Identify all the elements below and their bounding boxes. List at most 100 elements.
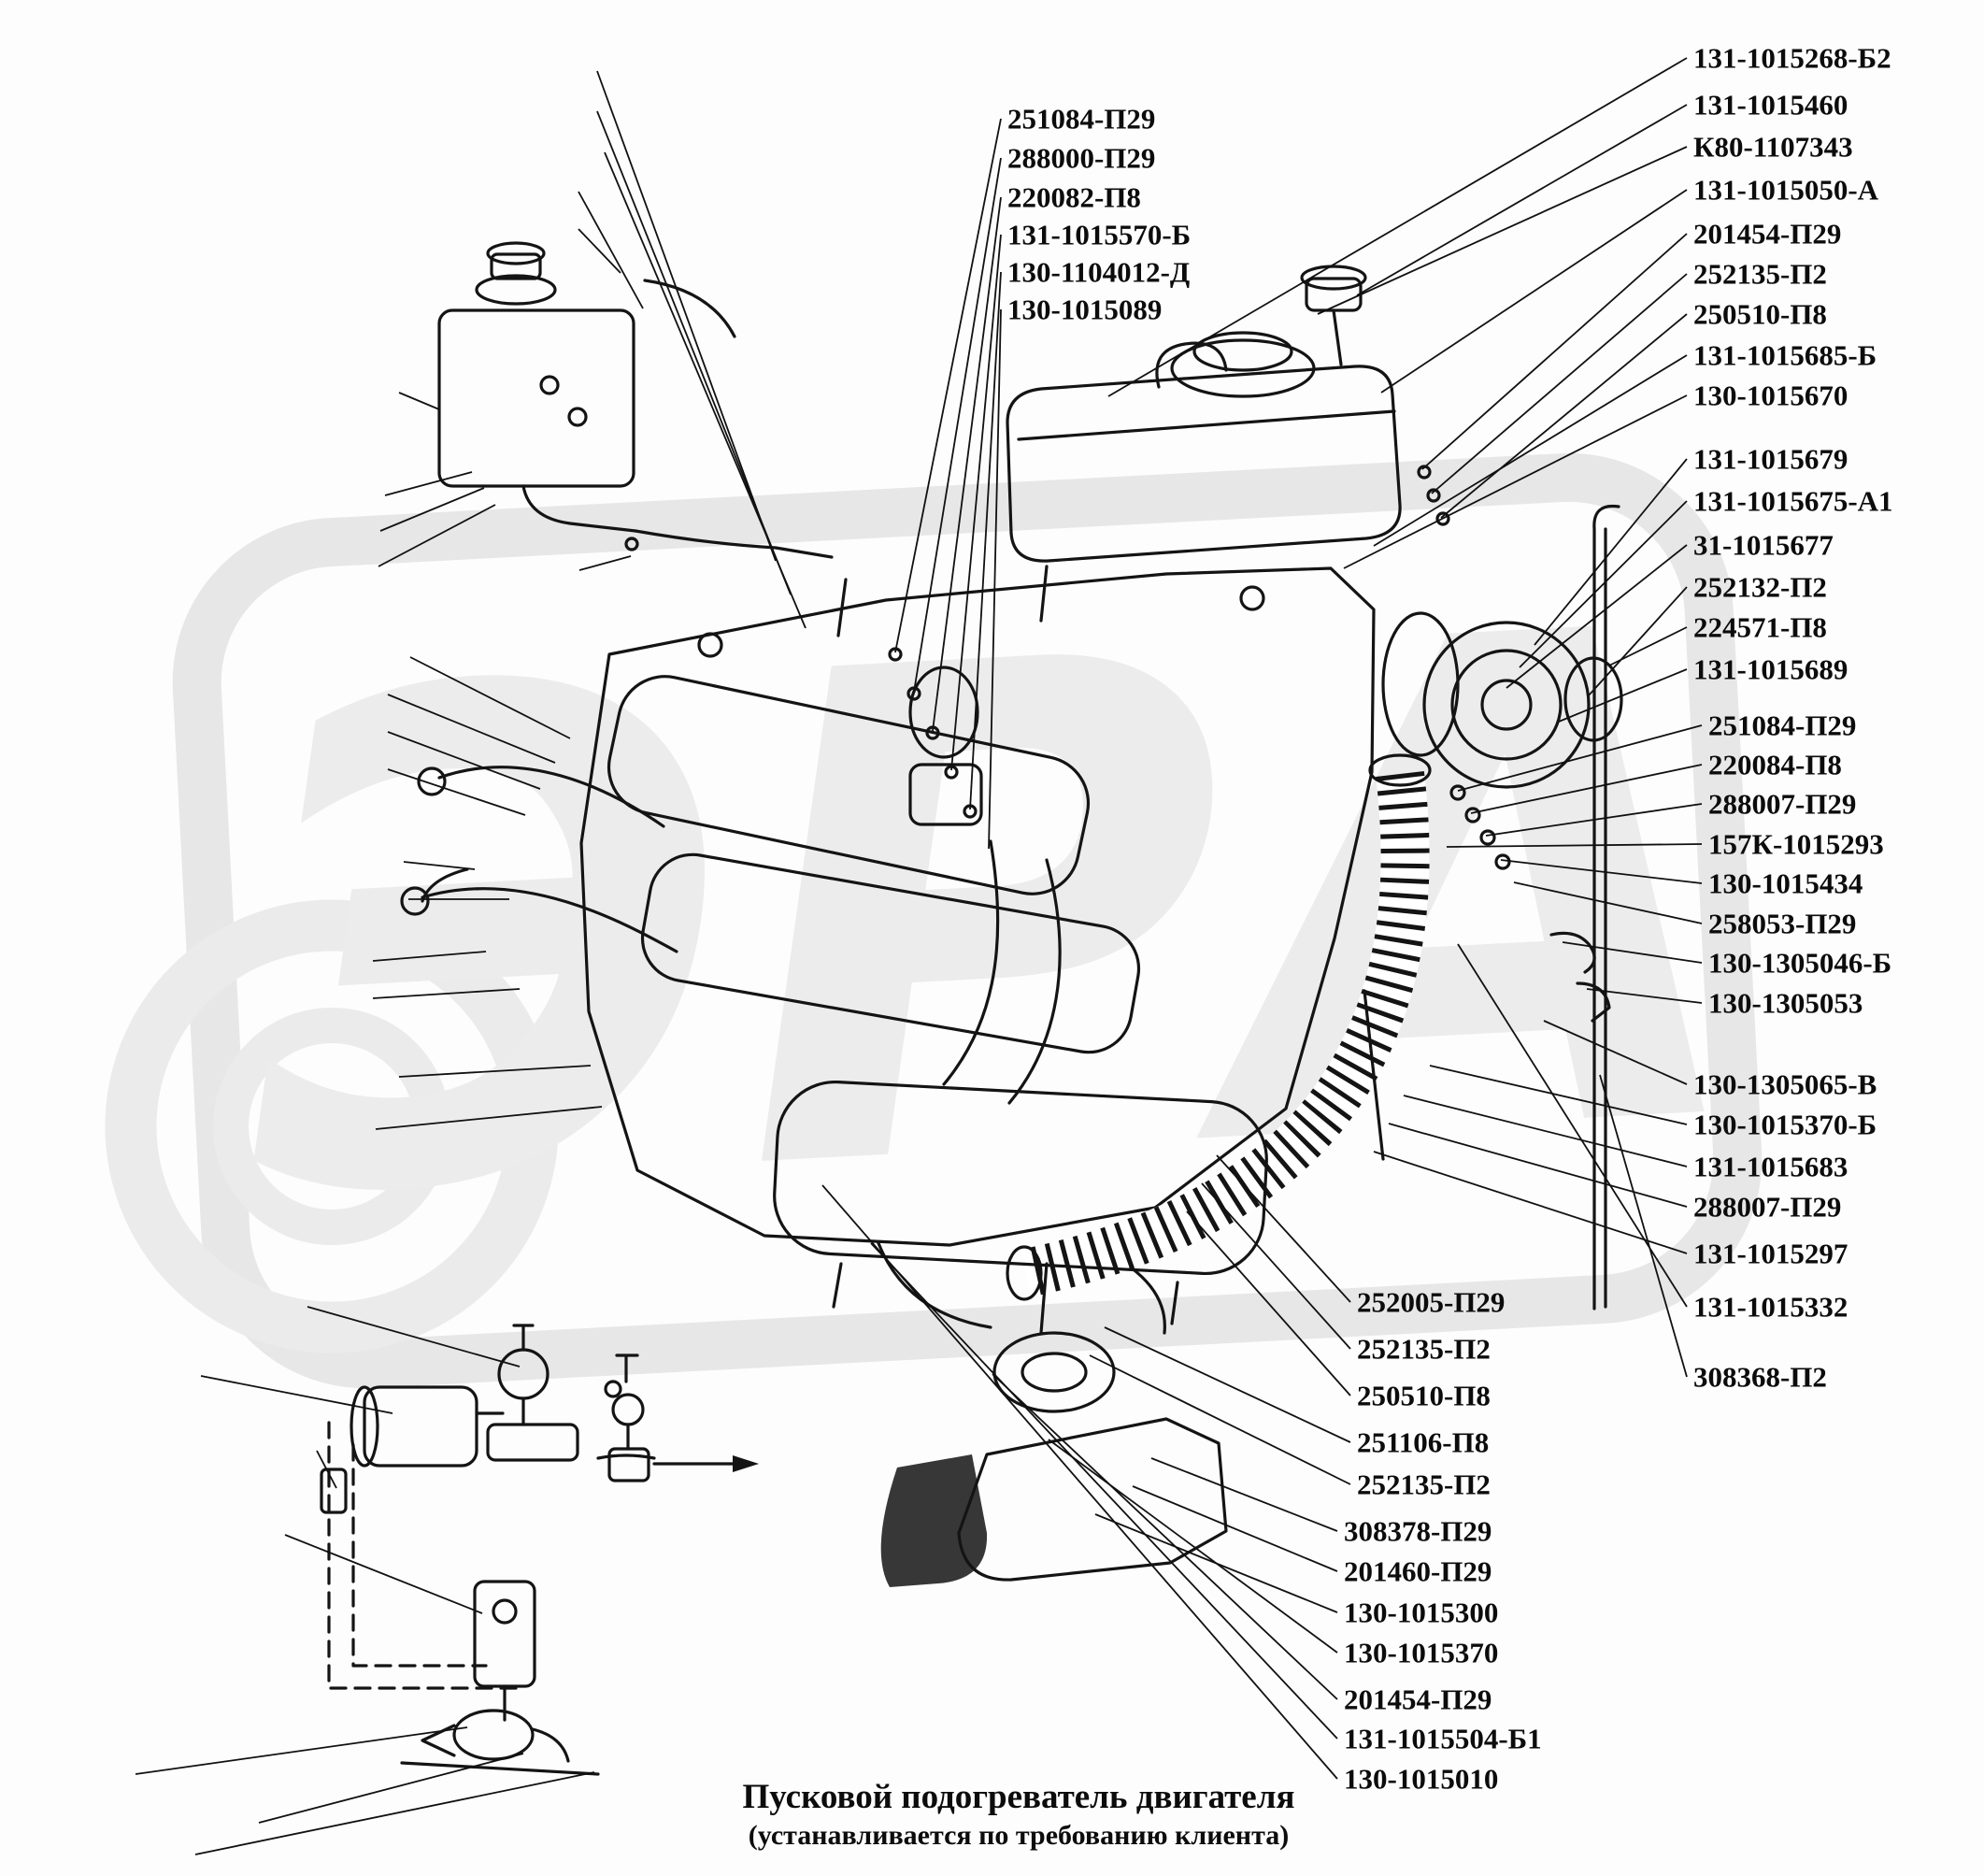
leader-line	[596, 70, 777, 562]
leader-line	[384, 471, 473, 496]
part-label: 130-1015300	[1344, 1596, 1499, 1629]
diagram-caption: Пусковой подогреватель двигателя (устана…	[743, 1778, 1295, 1853]
leader-line	[894, 118, 1002, 653]
expansion-tank-drawing	[437, 241, 834, 559]
part-label: 252005-П29	[1357, 1285, 1506, 1319]
leader-line	[1107, 57, 1688, 397]
leader-line	[1317, 146, 1688, 315]
leader-line	[1519, 500, 1688, 668]
leader-line	[1513, 881, 1703, 924]
part-label: 201454-П29	[1693, 217, 1842, 251]
watermark: ЭРА	[105, 452, 1768, 1389]
engine-block-drawing	[579, 565, 1376, 1247]
part-label: 130-1015089	[1007, 293, 1163, 326]
leader-line	[1457, 724, 1703, 792]
part-label: 130-1015670	[1693, 379, 1848, 412]
leader-line	[1343, 394, 1688, 569]
part-label: 220082-П8	[1007, 180, 1141, 214]
leader-line	[387, 694, 556, 764]
part-label: 131-1015679	[1693, 442, 1848, 476]
part-label: 131-1015685-Б	[1693, 338, 1877, 372]
part-label: 201454-П29	[1344, 1683, 1492, 1716]
leader-line	[596, 110, 792, 595]
part-label: 252135-П2	[1357, 1332, 1491, 1366]
leader-line	[1356, 104, 1688, 296]
part-label: 130-1305053	[1708, 986, 1863, 1020]
corrugated-hose-drawing	[1006, 465, 1450, 1301]
caption-title: Пусковой подогреватель двигателя	[742, 1778, 1295, 1816]
part-label: 130-1015010	[1344, 1762, 1499, 1796]
part-label: 131-1015504-Б1	[1344, 1722, 1542, 1755]
leader-line	[387, 768, 526, 816]
leader-line	[403, 861, 476, 870]
part-label: 131-1015683	[1693, 1150, 1848, 1183]
leader-line	[1431, 273, 1688, 494]
part-label: 250510-П8	[1357, 1379, 1491, 1412]
part-label: 258053-П29	[1708, 907, 1857, 940]
part-label: 130-1104012-Д	[1007, 255, 1191, 289]
leader-line	[1440, 313, 1688, 519]
leader-line	[1457, 943, 1688, 1308]
leader-line	[988, 308, 1002, 850]
leader-line	[1048, 1439, 1338, 1654]
leader-line	[307, 1306, 521, 1368]
leader-line	[1586, 988, 1703, 1004]
part-label: 251106-П8	[1357, 1425, 1490, 1459]
leader-line	[258, 1753, 524, 1824]
leader-line	[378, 504, 496, 567]
leader-line	[578, 228, 621, 274]
leader-line	[1373, 354, 1688, 547]
ignition-wires-drawing	[400, 766, 678, 953]
leader-line	[1403, 1095, 1688, 1167]
part-label: 252135-П2	[1693, 257, 1827, 291]
part-label: 131-1015460	[1693, 88, 1848, 122]
leader-line	[135, 1726, 468, 1775]
part-label: 288000-П29	[1007, 141, 1156, 175]
fan-pulley-drawing	[1381, 611, 1623, 1023]
leader-line	[409, 656, 571, 739]
part-label: 131-1015050-А	[1693, 173, 1879, 207]
leader-line	[992, 1373, 1338, 1700]
part-label: 130-1015434	[1708, 866, 1863, 900]
leader-line	[1446, 843, 1703, 848]
leader-line	[913, 157, 1002, 693]
leader-line	[316, 1450, 337, 1489]
part-label: 130-1015370	[1344, 1636, 1499, 1669]
part-label: 201460-П29	[1344, 1554, 1492, 1588]
part-label: 252132-П2	[1693, 570, 1827, 604]
leader-line	[1608, 626, 1688, 666]
part-label: 130-1015370-Б	[1693, 1108, 1877, 1141]
leader-line	[284, 1534, 483, 1614]
leader-line	[372, 988, 521, 999]
leader-line	[1562, 941, 1703, 964]
leader-line	[1558, 668, 1688, 723]
leader-line	[1421, 233, 1688, 470]
part-label: 308368-П2	[1693, 1360, 1827, 1394]
leader-line	[194, 1771, 595, 1855]
part-label: 288007-П29	[1693, 1190, 1842, 1224]
part-label: 130-1305046-Б	[1708, 946, 1892, 980]
leader-line	[379, 487, 485, 532]
part-label: 157К-1015293	[1708, 827, 1884, 861]
leader-line	[375, 1106, 603, 1130]
leader-line	[1506, 544, 1688, 689]
leader-line	[950, 234, 1002, 771]
part-label: 224571-П8	[1693, 610, 1827, 644]
caption-subtitle: (устанавливается по требованию клиента)	[748, 1819, 1290, 1851]
part-label: 130-1305065-В	[1693, 1067, 1877, 1101]
leader-line	[578, 191, 644, 309]
leader-line	[1201, 1182, 1351, 1350]
part-label: 131-1015332	[1693, 1290, 1848, 1324]
leader-line	[1470, 764, 1703, 814]
part-label: 251084-П29	[1007, 102, 1156, 136]
leader-line	[1380, 189, 1688, 394]
part-label: 251084-П29	[1708, 709, 1857, 742]
drawing-ink	[320, 241, 1623, 1776]
leader-line	[1429, 1065, 1688, 1125]
leader-line	[1500, 859, 1703, 884]
part-label: 131-1015570-Б	[1007, 218, 1192, 251]
boiler-drawing	[773, 1080, 1268, 1587]
part-label: 288007-П29	[1708, 787, 1857, 821]
